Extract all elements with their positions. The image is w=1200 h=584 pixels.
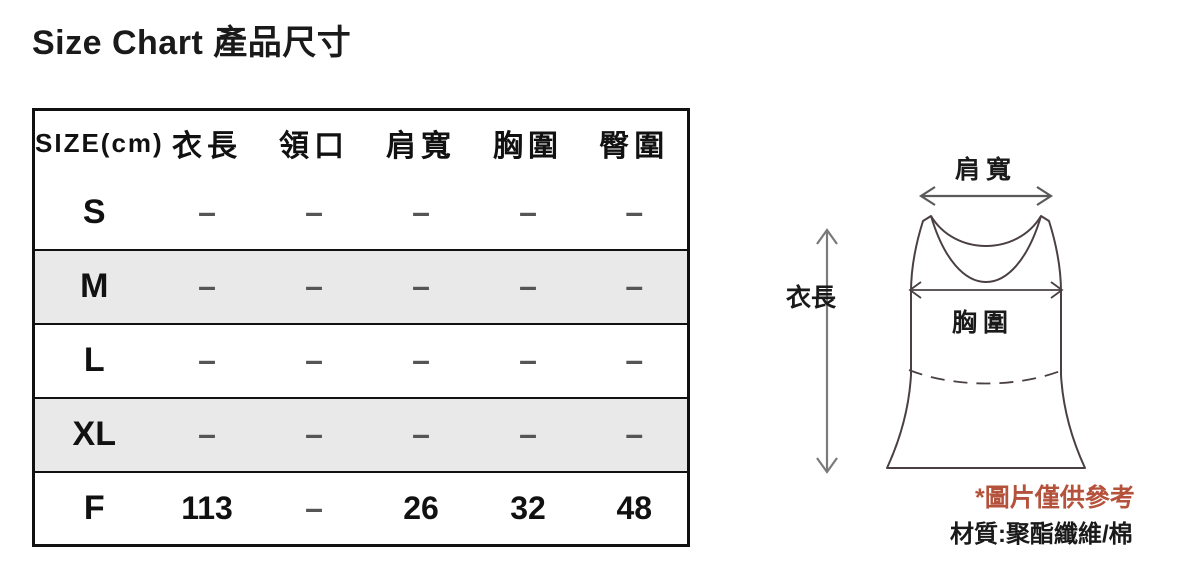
column-header-shoulder: 肩寬 xyxy=(386,130,456,164)
garment-outline xyxy=(886,215,1086,469)
cell-size: XL xyxy=(72,415,116,453)
shoulder-dimension-arrow xyxy=(918,186,1054,206)
cell-neck: – xyxy=(305,416,323,452)
table-row: F 113 – 26 32 48 xyxy=(34,472,689,546)
page-title: Size Chart 產品尺寸 xyxy=(32,24,352,62)
column-header-size: SIZE(cm) xyxy=(35,127,164,158)
cell-bust: – xyxy=(519,416,537,452)
cell-hip: – xyxy=(625,268,644,304)
cell-length: 113 xyxy=(181,489,233,526)
cell-shoulder: – xyxy=(412,416,430,452)
cell-hip: – xyxy=(625,342,644,378)
cell-bust: – xyxy=(519,268,537,304)
column-header-bust: 胸圍 xyxy=(493,130,563,164)
diagram-label-bust: 胸圍 xyxy=(952,309,1015,337)
cell-shoulder: 26 xyxy=(403,489,439,526)
garment-measurement-diagram xyxy=(755,120,1200,500)
cell-hip: – xyxy=(625,416,644,452)
tank-top-garment-icon xyxy=(816,186,1086,474)
cell-length: – xyxy=(198,193,216,230)
cell-neck: – xyxy=(305,489,323,526)
cell-hip: – xyxy=(625,193,644,230)
cell-bust: – xyxy=(519,342,537,378)
cell-length: – xyxy=(198,342,216,378)
size-chart-table-container: SIZE(cm) 衣長 領口 肩寬 胸圍 臀圍 S – – – – – M – … xyxy=(32,108,690,547)
size-chart-table: SIZE(cm) 衣長 領口 肩寬 胸圍 臀圍 S – – – – – M – … xyxy=(32,108,690,547)
cell-bust: 32 xyxy=(510,489,546,526)
diagram-label-shoulder: 肩寬 xyxy=(955,156,1018,184)
cell-size: F xyxy=(83,488,105,527)
cell-shoulder: – xyxy=(412,342,430,378)
table-row: XL – – – – – xyxy=(33,397,689,472)
table-row: S – – – – – xyxy=(33,176,689,250)
cell-length: – xyxy=(198,416,216,452)
column-header-neck: 領口 xyxy=(279,130,349,164)
diagram-label-length: 衣長 xyxy=(786,284,837,312)
waistline-dashed-guide xyxy=(908,369,1064,385)
table-header-row: SIZE(cm) 衣長 領口 肩寬 胸圍 臀圍 xyxy=(34,110,689,176)
cell-neck: – xyxy=(305,193,323,230)
length-dimension-arrow xyxy=(816,228,838,474)
cell-size: S xyxy=(82,192,106,231)
cell-bust: – xyxy=(519,193,537,230)
table-row: M – – – – – xyxy=(33,249,689,324)
cell-shoulder: – xyxy=(412,268,430,304)
bust-dimension-line xyxy=(908,281,1064,299)
cell-neck: – xyxy=(305,342,323,378)
column-header-length: 衣長 xyxy=(172,130,242,164)
table-row: L – – – – – xyxy=(33,324,689,398)
footnote-image-reference: *圖片僅供參考 xyxy=(975,484,1135,512)
cell-hip: 48 xyxy=(616,489,653,526)
cell-size: M xyxy=(80,267,109,305)
column-header-hip: 臀圍 xyxy=(599,130,670,164)
cell-shoulder: – xyxy=(412,193,430,230)
footnote-material: 材質:聚酯纖維/棉 xyxy=(950,521,1133,548)
cell-size: L xyxy=(83,341,105,379)
cell-neck: – xyxy=(305,268,323,304)
cell-length: – xyxy=(198,268,216,304)
